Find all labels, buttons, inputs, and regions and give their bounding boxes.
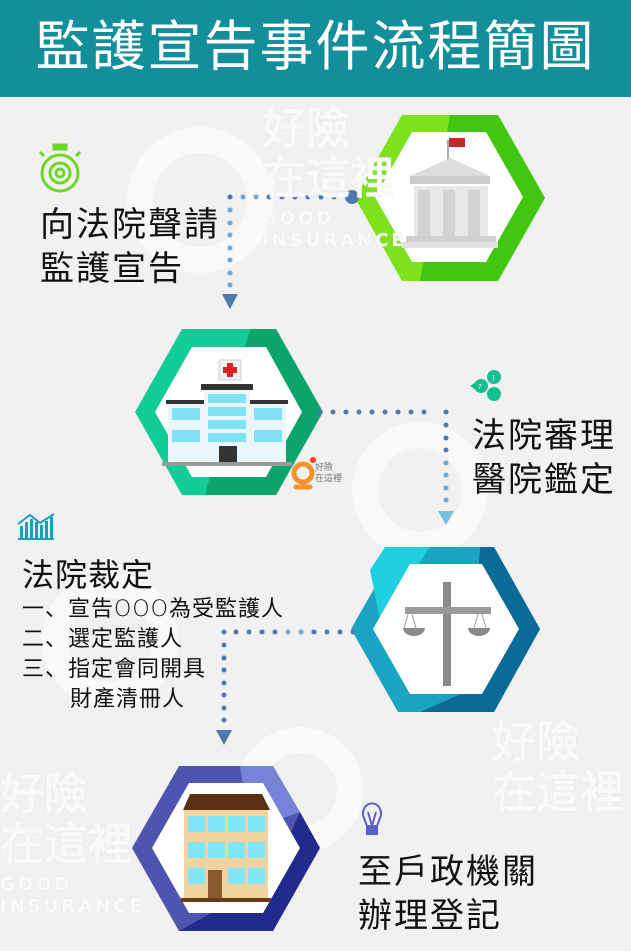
watermark: 好險 在這裡 GOOD INSURANCE — [262, 103, 407, 252]
svg-text:!: ! — [492, 374, 495, 383]
courthouse-icon — [402, 138, 498, 248]
page-title: 監護宣告事件流程簡圖 — [35, 15, 596, 78]
connector-2 — [317, 409, 454, 525]
svg-text:?: ? — [478, 383, 482, 391]
watermark: 好險 在這裡 GOOD INSURANCE — [0, 769, 145, 918]
step-3-text: 法院裁定 一、宣告OOO為受監護人 二、選定監護人 三、指定會同開具 財產清冊人 — [22, 556, 284, 712]
apartment-building-icon — [181, 794, 271, 902]
watermark: 好險 在這裡 — [492, 717, 624, 818]
step-2-text: 法院審理 醫院鑑定 — [472, 416, 616, 500]
bar-chart-icon — [17, 513, 55, 540]
stopwatch-gear-icon — [38, 143, 82, 193]
hexagon-step-1 — [355, 115, 545, 281]
connector-1 — [222, 190, 359, 309]
hexagon-step-2 — [135, 329, 323, 495]
scales-of-justice-icon — [403, 582, 491, 686]
svg-text:在這裡: 在這裡 — [315, 472, 342, 484]
hexagon-step-3 — [351, 547, 540, 712]
header-banner: 監護宣告事件流程簡圖 — [0, 0, 631, 97]
step-1-text: 向法院聲請 監護宣告 — [40, 205, 220, 289]
arrow-down-icon — [222, 294, 238, 309]
hospital-icon — [162, 359, 292, 466]
arrow-down-icon — [216, 730, 232, 745]
connector-3 — [216, 629, 356, 745]
speech-bubbles-icon: !? — [470, 370, 501, 401]
svg-text:好險: 好險 — [315, 461, 333, 473]
arrow-down-icon — [438, 511, 454, 525]
hexagon-step-4 — [132, 766, 320, 931]
lightbulb-icon — [362, 802, 382, 835]
step-4-text: 至戶政機關 辦理登記 — [358, 852, 538, 936]
